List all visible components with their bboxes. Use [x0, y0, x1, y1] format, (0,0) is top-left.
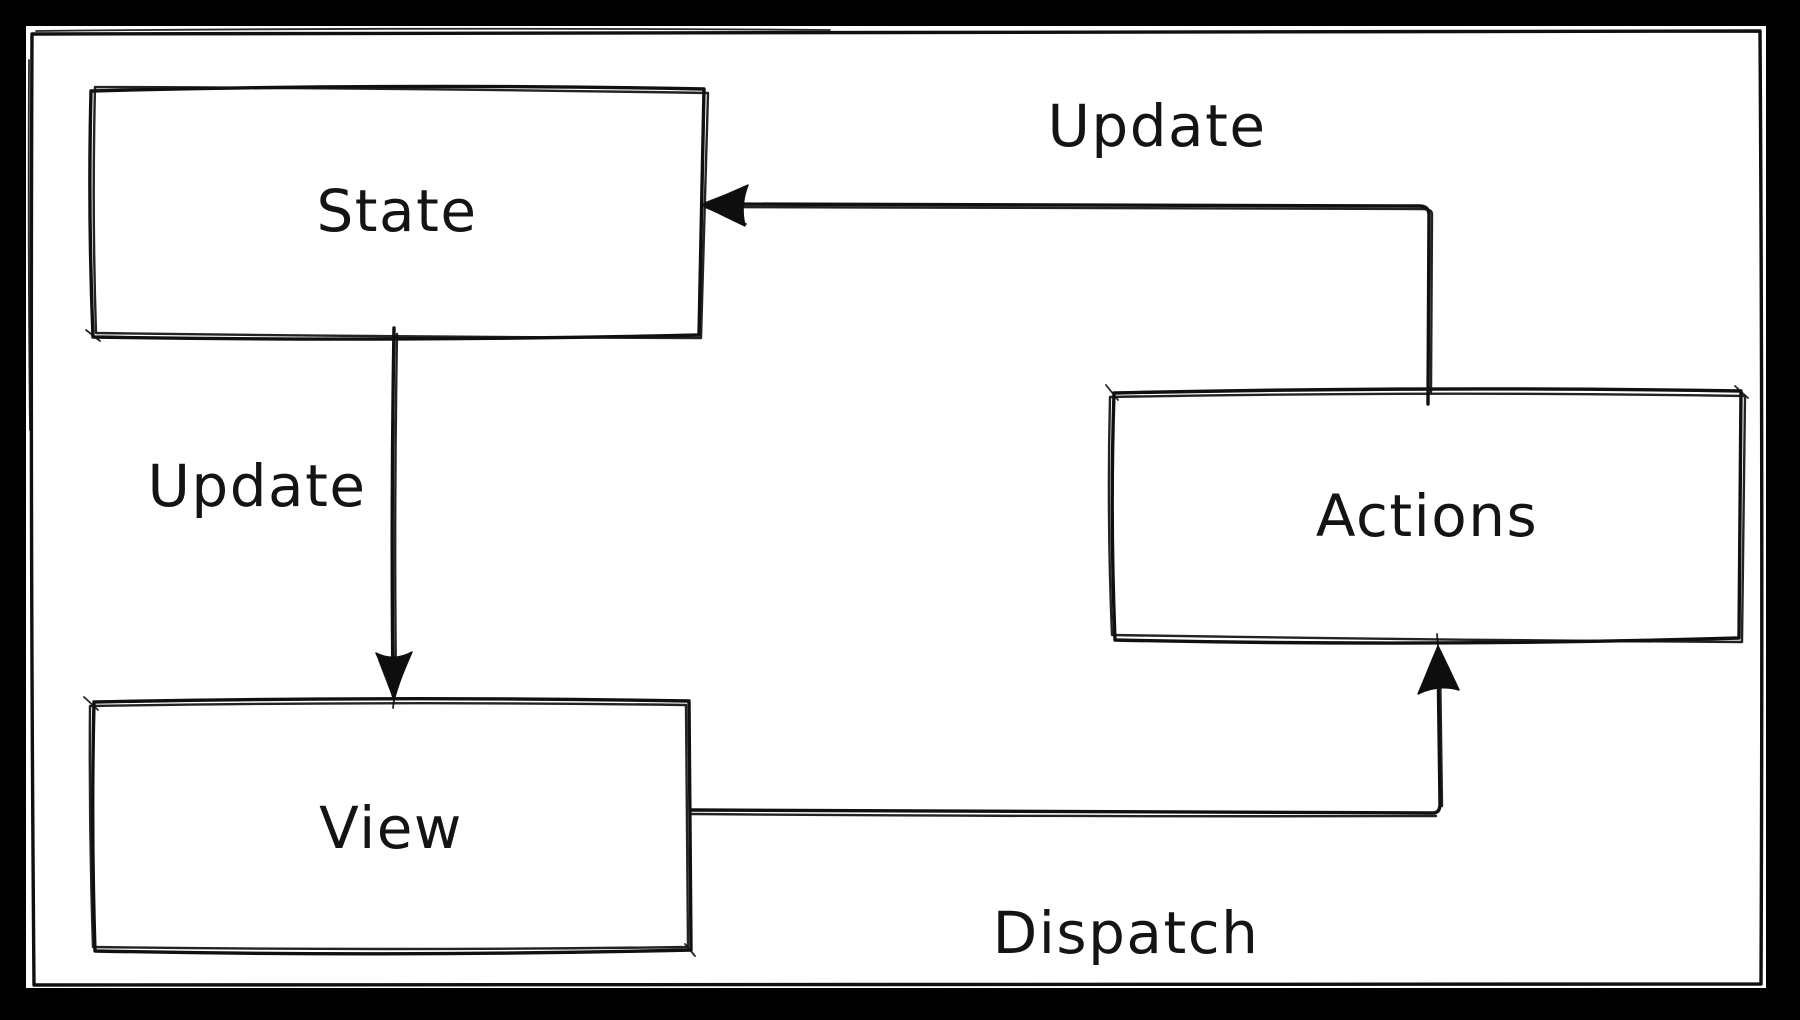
node-view-label: View [319, 794, 463, 862]
arrowhead-up-icon [1417, 645, 1460, 695]
edge-label-update-top: Update [1047, 92, 1266, 160]
node-state-label: State [316, 177, 477, 245]
edge-label-update-left: Update [147, 452, 366, 520]
node-view: View [83, 696, 696, 957]
edge-view-to-actions: Dispatch [688, 633, 1460, 967]
node-actions: Actions [1105, 384, 1749, 645]
edge-actions-to-state: Update [701, 92, 1434, 406]
edge-state-to-view: Update [147, 326, 413, 709]
node-actions-label: Actions [1316, 482, 1538, 550]
edge-label-dispatch: Dispatch [993, 899, 1260, 967]
canvas-frame [27, 27, 1764, 988]
node-state: State [85, 84, 710, 342]
